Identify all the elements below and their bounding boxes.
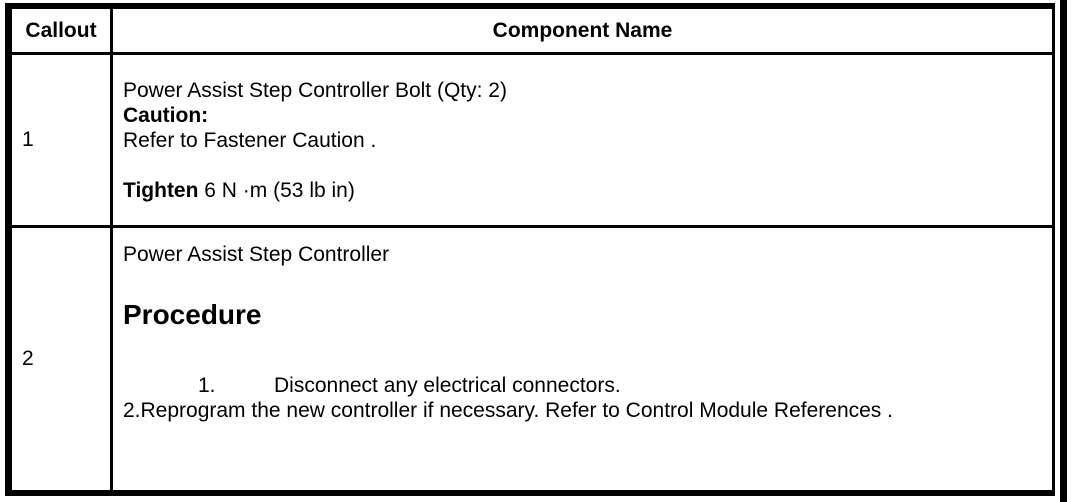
procedure-step-2: 2.Reprogram the new controller if necess… [123, 399, 893, 422]
header-callout-label: Callout [25, 18, 97, 42]
component-name-text: Power Assist Step Controller Bolt (Qty: … [123, 79, 507, 102]
tighten-spec-line: Tighten 6 N ·m (53 lb in) [123, 178, 1042, 203]
header-cell-component-name: Component Name [113, 9, 1052, 55]
tighten-label: Tighten [123, 179, 199, 202]
table-grid: Callout Component Name 1 Power Assist St… [12, 9, 1052, 490]
callout-cell-row-2: 2 [12, 228, 113, 490]
component-name-text: Power Assist Step Controller [123, 243, 390, 266]
caution-label: Caution: [123, 104, 209, 127]
callout-component-table: Callout Component Name 1 Power Assist St… [5, 3, 1055, 496]
procedure-heading: Procedure [123, 299, 262, 330]
caution-reference-text: Refer to Fastener Caution . [123, 129, 377, 152]
page-right-edge-bar [1060, 0, 1067, 502]
tighten-spec-value: 6 N ·m (53 lb in) [204, 179, 355, 202]
spacer-line [123, 153, 1042, 178]
step-1-text: Disconnect any electrical connectors. [274, 374, 621, 397]
procedure-step-1: 1. Disconnect any electrical connectors. [198, 373, 1042, 398]
step-1-number: 1. [198, 374, 216, 397]
callout-number-2: 2 [22, 347, 34, 370]
header-cell-callout: Callout [12, 9, 113, 55]
callout-cell-row-1: 1 [12, 55, 113, 228]
component-cell-row-1: Power Assist Step Controller Bolt (Qty: … [113, 55, 1052, 228]
component-cell-row-2: Power Assist Step Controller Procedure 1… [113, 228, 1052, 490]
header-component-name-label: Component Name [492, 18, 673, 42]
callout-number-1: 1 [22, 128, 34, 151]
